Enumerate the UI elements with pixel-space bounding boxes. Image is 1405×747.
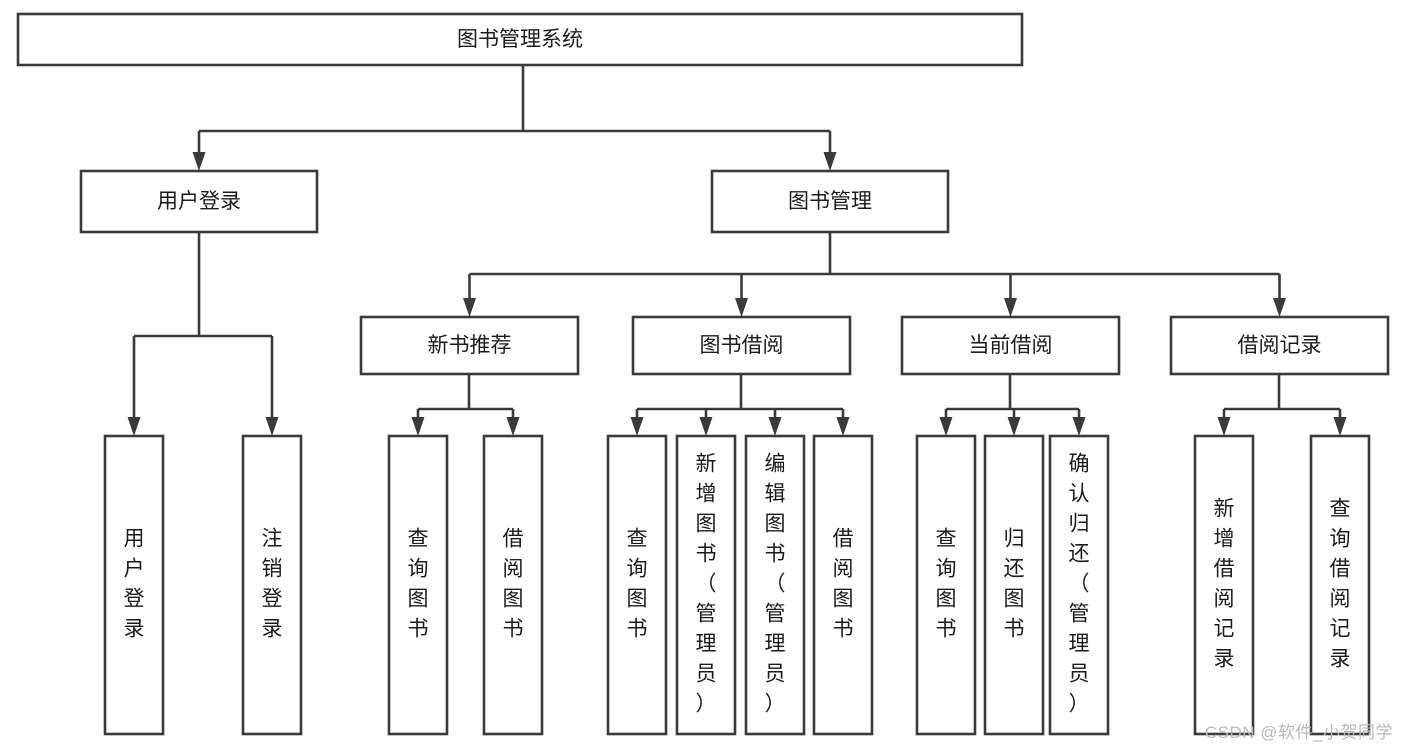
node-leaf-add-book[interactable]: 新增图书（管理员） [675,434,737,736]
node-label: 当前借阅 [969,334,1053,357]
node-leaf-query-book-1[interactable]: 查询图书 [387,434,449,736]
node-leaf-confirm-return[interactable]: 确认归还（管理员） [1048,434,1110,736]
node-box[interactable] [1309,434,1371,736]
node-leaf-query-book-2[interactable]: 查询图书 [606,434,668,736]
node-user-login[interactable]: 用户登录 [79,169,319,234]
connector-group-new-book-recommend [411,374,520,436]
arrow-head-icon [1004,298,1017,317]
node-root[interactable]: 图书管理系统 [16,12,1024,67]
node-box[interactable] [387,434,449,736]
connector-group-book-borrow [630,374,850,436]
arrow-head-icon [1273,298,1286,317]
node-box[interactable] [900,315,1121,376]
node-label: 编辑图书（管理员） [765,453,786,716]
node-label: 借阅记录 [1238,334,1322,357]
node-leaf-query-book-3[interactable]: 查询图书 [915,434,977,736]
node-box[interactable] [606,434,668,736]
node-leaf-borrow-book-1[interactable]: 借阅图书 [482,434,544,736]
arrow-head-icon [265,417,279,436]
arrow-head-icon [192,152,206,171]
arrow-head-icon [836,417,850,436]
arrow-head-icon [735,298,748,317]
node-box[interactable] [241,434,303,736]
connector-group-borrow-record [1217,374,1347,436]
node-leaf-query-record[interactable]: 查询借阅记录 [1309,434,1371,736]
arrow-head-icon [1217,417,1231,436]
arrow-head-icon [699,417,713,436]
csdn-watermark: CSDN @软件_小贺同学 [1204,723,1393,742]
node-layer: 图书管理系统用户登录图书管理新书推荐图书借阅当前借阅借阅记录用户登录注销登录查询… [16,12,1390,736]
node-box[interactable] [1169,315,1390,376]
node-label: 确认归还（管理员） [1069,453,1090,716]
connector-group-root [192,65,837,171]
node-label: 注销登录 [262,528,283,641]
arrow-head-icon [127,417,141,436]
node-label: 查询图书 [936,528,957,641]
node-box[interactable] [983,434,1045,736]
node-label: 新增图书（管理员） [696,453,717,716]
node-label: 图书借阅 [700,334,784,357]
node-leaf-borrow-book-2[interactable]: 借阅图书 [812,434,874,736]
node-book-borrow[interactable]: 图书借阅 [631,315,852,376]
node-label: 用户登录 [124,528,145,641]
node-label: 图书管理 [788,190,872,213]
node-box[interactable] [482,434,544,736]
node-box[interactable] [710,169,950,234]
arrow-head-icon [939,417,953,436]
node-label: 借阅图书 [833,528,854,641]
node-label: 查询借阅记录 [1330,498,1351,671]
node-box[interactable] [915,434,977,736]
node-box[interactable] [744,434,806,736]
arrow-head-icon [1333,417,1347,436]
node-label: 用户登录 [157,190,241,213]
connector-group-user-login [127,232,279,436]
node-box[interactable] [79,169,319,234]
node-box[interactable] [103,434,165,736]
arrow-head-icon [506,417,520,436]
node-label: 查询图书 [627,528,648,641]
node-label: 新书推荐 [428,334,512,357]
node-book-manage[interactable]: 图书管理 [710,169,950,234]
arrow-head-icon [768,417,782,436]
node-box[interactable] [631,315,852,376]
node-borrow-record[interactable]: 借阅记录 [1169,315,1390,376]
node-box[interactable] [1048,434,1110,736]
node-new-book-recommend[interactable]: 新书推荐 [359,315,580,376]
node-leaf-logout[interactable]: 注销登录 [241,434,303,736]
arrow-head-icon [823,152,837,171]
node-box[interactable] [16,12,1024,67]
connector-layer [127,65,1347,436]
node-label: 借阅图书 [503,528,524,641]
node-label: 新增借阅记录 [1214,498,1235,671]
arrow-head-icon [411,417,425,436]
arrow-head-icon [1007,417,1021,436]
node-box[interactable] [359,315,580,376]
node-label: 图书管理系统 [457,28,583,51]
arrow-head-icon [1072,417,1086,436]
node-leaf-add-record[interactable]: 新增借阅记录 [1193,434,1255,736]
node-box[interactable] [675,434,737,736]
node-box[interactable] [812,434,874,736]
node-leaf-edit-book[interactable]: 编辑图书（管理员） [744,434,806,736]
node-current-borrow[interactable]: 当前借阅 [900,315,1121,376]
arrow-head-icon [463,298,476,317]
node-leaf-return-book[interactable]: 归还图书 [983,434,1045,736]
node-leaf-user-login[interactable]: 用户登录 [103,434,165,736]
node-label: 查询图书 [408,528,429,641]
connector-group-book-manage [463,232,1286,317]
node-box[interactable] [1193,434,1255,736]
arrow-head-icon [630,417,644,436]
connector-group-current-borrow [939,374,1086,436]
node-label: 归还图书 [1004,528,1025,641]
